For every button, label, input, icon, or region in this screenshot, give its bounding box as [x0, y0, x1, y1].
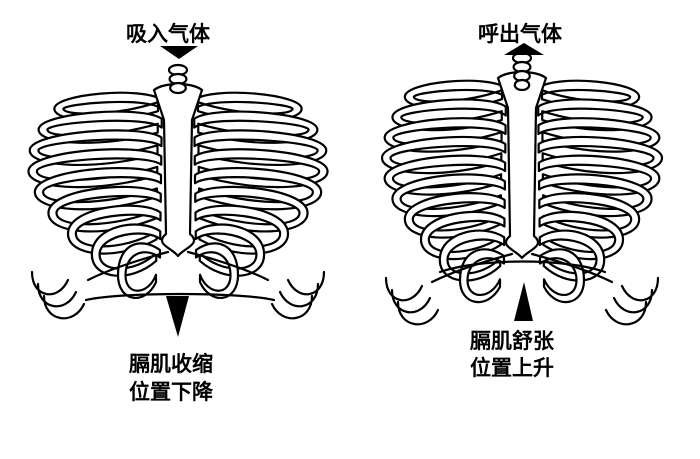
costal-margin [430, 252, 514, 284]
right-diaphragm-arrow-icon [514, 282, 533, 321]
sternum [152, 82, 204, 258]
costal-margin [530, 252, 614, 284]
floating-rib [286, 270, 326, 296]
diaphragm-line [84, 292, 276, 302]
right-diaphragm-state-label: 膈肌舒张 [470, 329, 554, 353]
costal-margin [186, 250, 270, 282]
right-ribcage [380, 51, 664, 326]
floating-rib [30, 270, 70, 296]
floating-rib [270, 294, 314, 320]
right-diaphragm-position-label: 位置上升 [470, 356, 554, 380]
rib [194, 223, 266, 277]
left-diaphragm-position-label: 位置下降 [129, 380, 213, 404]
left-inhale-arrow-icon [160, 46, 198, 59]
floating-rib [396, 300, 440, 326]
floating-rib [278, 282, 320, 308]
left-inhale-label: 吸入气体 [126, 22, 210, 46]
rib [438, 229, 506, 282]
diaphragm-line [438, 260, 607, 274]
vertebra [513, 78, 531, 92]
vertebra [169, 81, 187, 95]
rib [194, 242, 240, 299]
left-ribcage [27, 63, 329, 320]
floating-rib [384, 276, 424, 302]
right-exhale-arrow-icon [504, 43, 544, 55]
rib [116, 242, 162, 299]
floating-rib [620, 276, 660, 302]
right-exhale-label: 呼出气体 [478, 22, 562, 46]
rib [419, 210, 506, 261]
floating-rib [36, 282, 78, 308]
floating-rib [390, 288, 432, 314]
rib [90, 223, 162, 277]
left-diaphragm-state-label: 膈肌收缩 [129, 352, 213, 376]
costal-margin [86, 250, 170, 282]
floating-rib [612, 288, 654, 314]
rib [538, 210, 625, 261]
rib [538, 229, 606, 282]
floating-rib [604, 300, 648, 326]
left-diaphragm-arrow-icon [166, 296, 189, 337]
floating-rib [42, 294, 86, 320]
